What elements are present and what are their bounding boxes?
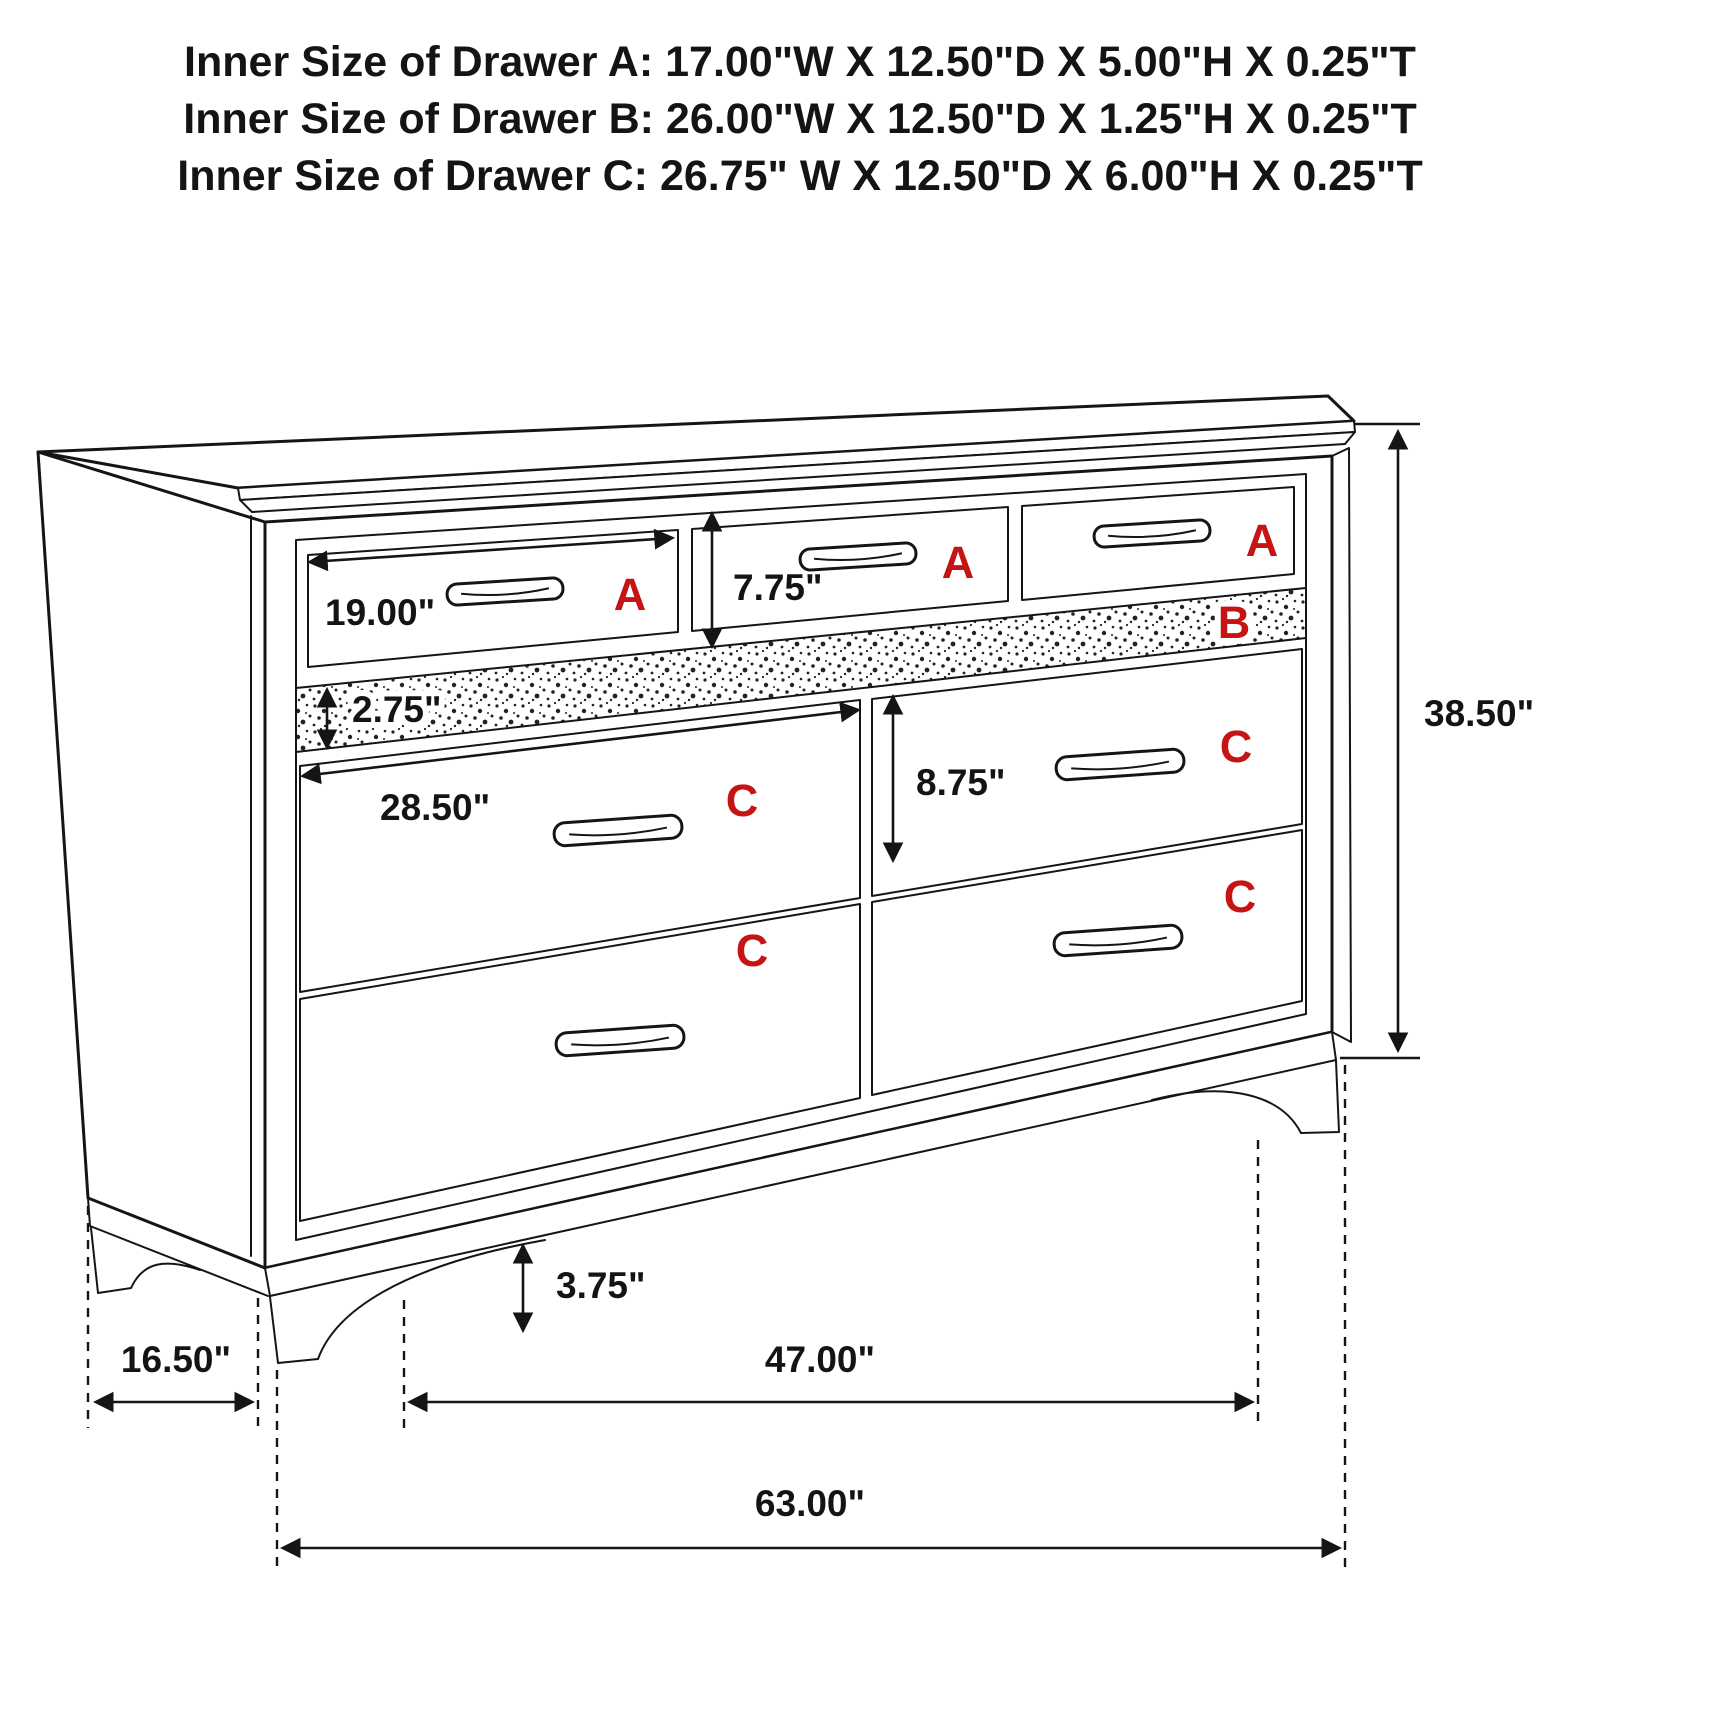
dim-drawer-a-width: 19.00" [325, 592, 435, 633]
label-drawer-a3: A [1246, 515, 1279, 566]
label-drawer-a2: A [942, 537, 975, 588]
dresser-drawing [36, 394, 1356, 1364]
front-right-foot [1151, 1060, 1340, 1134]
label-drawer-c-bottom-right: C [1224, 871, 1257, 922]
header-text-block: Inner Size of Drawer A: 17.00"W X 12.50"… [177, 38, 1422, 200]
label-drawer-c-top-right: C [1220, 721, 1253, 772]
dim-drawer-a-height: 7.75" [733, 567, 823, 608]
dim-drawer-c-height: 8.75" [916, 762, 1006, 803]
header-line-drawer-a: Inner Size of Drawer A: 17.00"W X 12.50"… [184, 38, 1416, 86]
dim-feet-span-width: 47.00" [765, 1339, 875, 1380]
header-line-drawer-c: Inner Size of Drawer C: 26.75" W X 12.50… [177, 152, 1422, 200]
dimension-annotations: 19.00" 7.75" 2.75" 28.50" 8.75" 38.50" 3… [86, 422, 1534, 1572]
dim-overall-height: 38.50" [1424, 693, 1534, 734]
side-back-foot [90, 1227, 201, 1294]
right-edge [1331, 447, 1352, 1043]
dim-overall-width: 63.00" [755, 1483, 865, 1524]
label-drawer-a1: A [614, 569, 647, 620]
drawer-letter-labels: A A A B C C C C [614, 515, 1279, 976]
dim-foot-height: 3.75" [556, 1265, 646, 1306]
top-edge-bevel-2 [239, 431, 1356, 513]
dim-drawer-c-width: 28.50" [380, 787, 490, 828]
face-inner-frame [295, 473, 1307, 1241]
label-drawer-c-bottom-left: C [736, 925, 769, 976]
label-drawer-c-top-left: C [726, 775, 759, 826]
arrow-drawer-a-width [306, 528, 676, 572]
drawer-c-bottom-left-front [299, 903, 861, 1222]
header-line-drawer-b: Inner Size of Drawer B: 26.00"W X 12.50"… [183, 95, 1416, 143]
dim-overall-depth: 16.50" [121, 1339, 231, 1380]
label-drawer-b: B [1218, 597, 1251, 648]
front-left-foot [269, 1239, 546, 1364]
dim-strip-b-height: 2.75" [352, 689, 442, 730]
arrow-drawer-c-width [299, 701, 862, 785]
drawer-c-bottom-right-front [871, 829, 1303, 1096]
